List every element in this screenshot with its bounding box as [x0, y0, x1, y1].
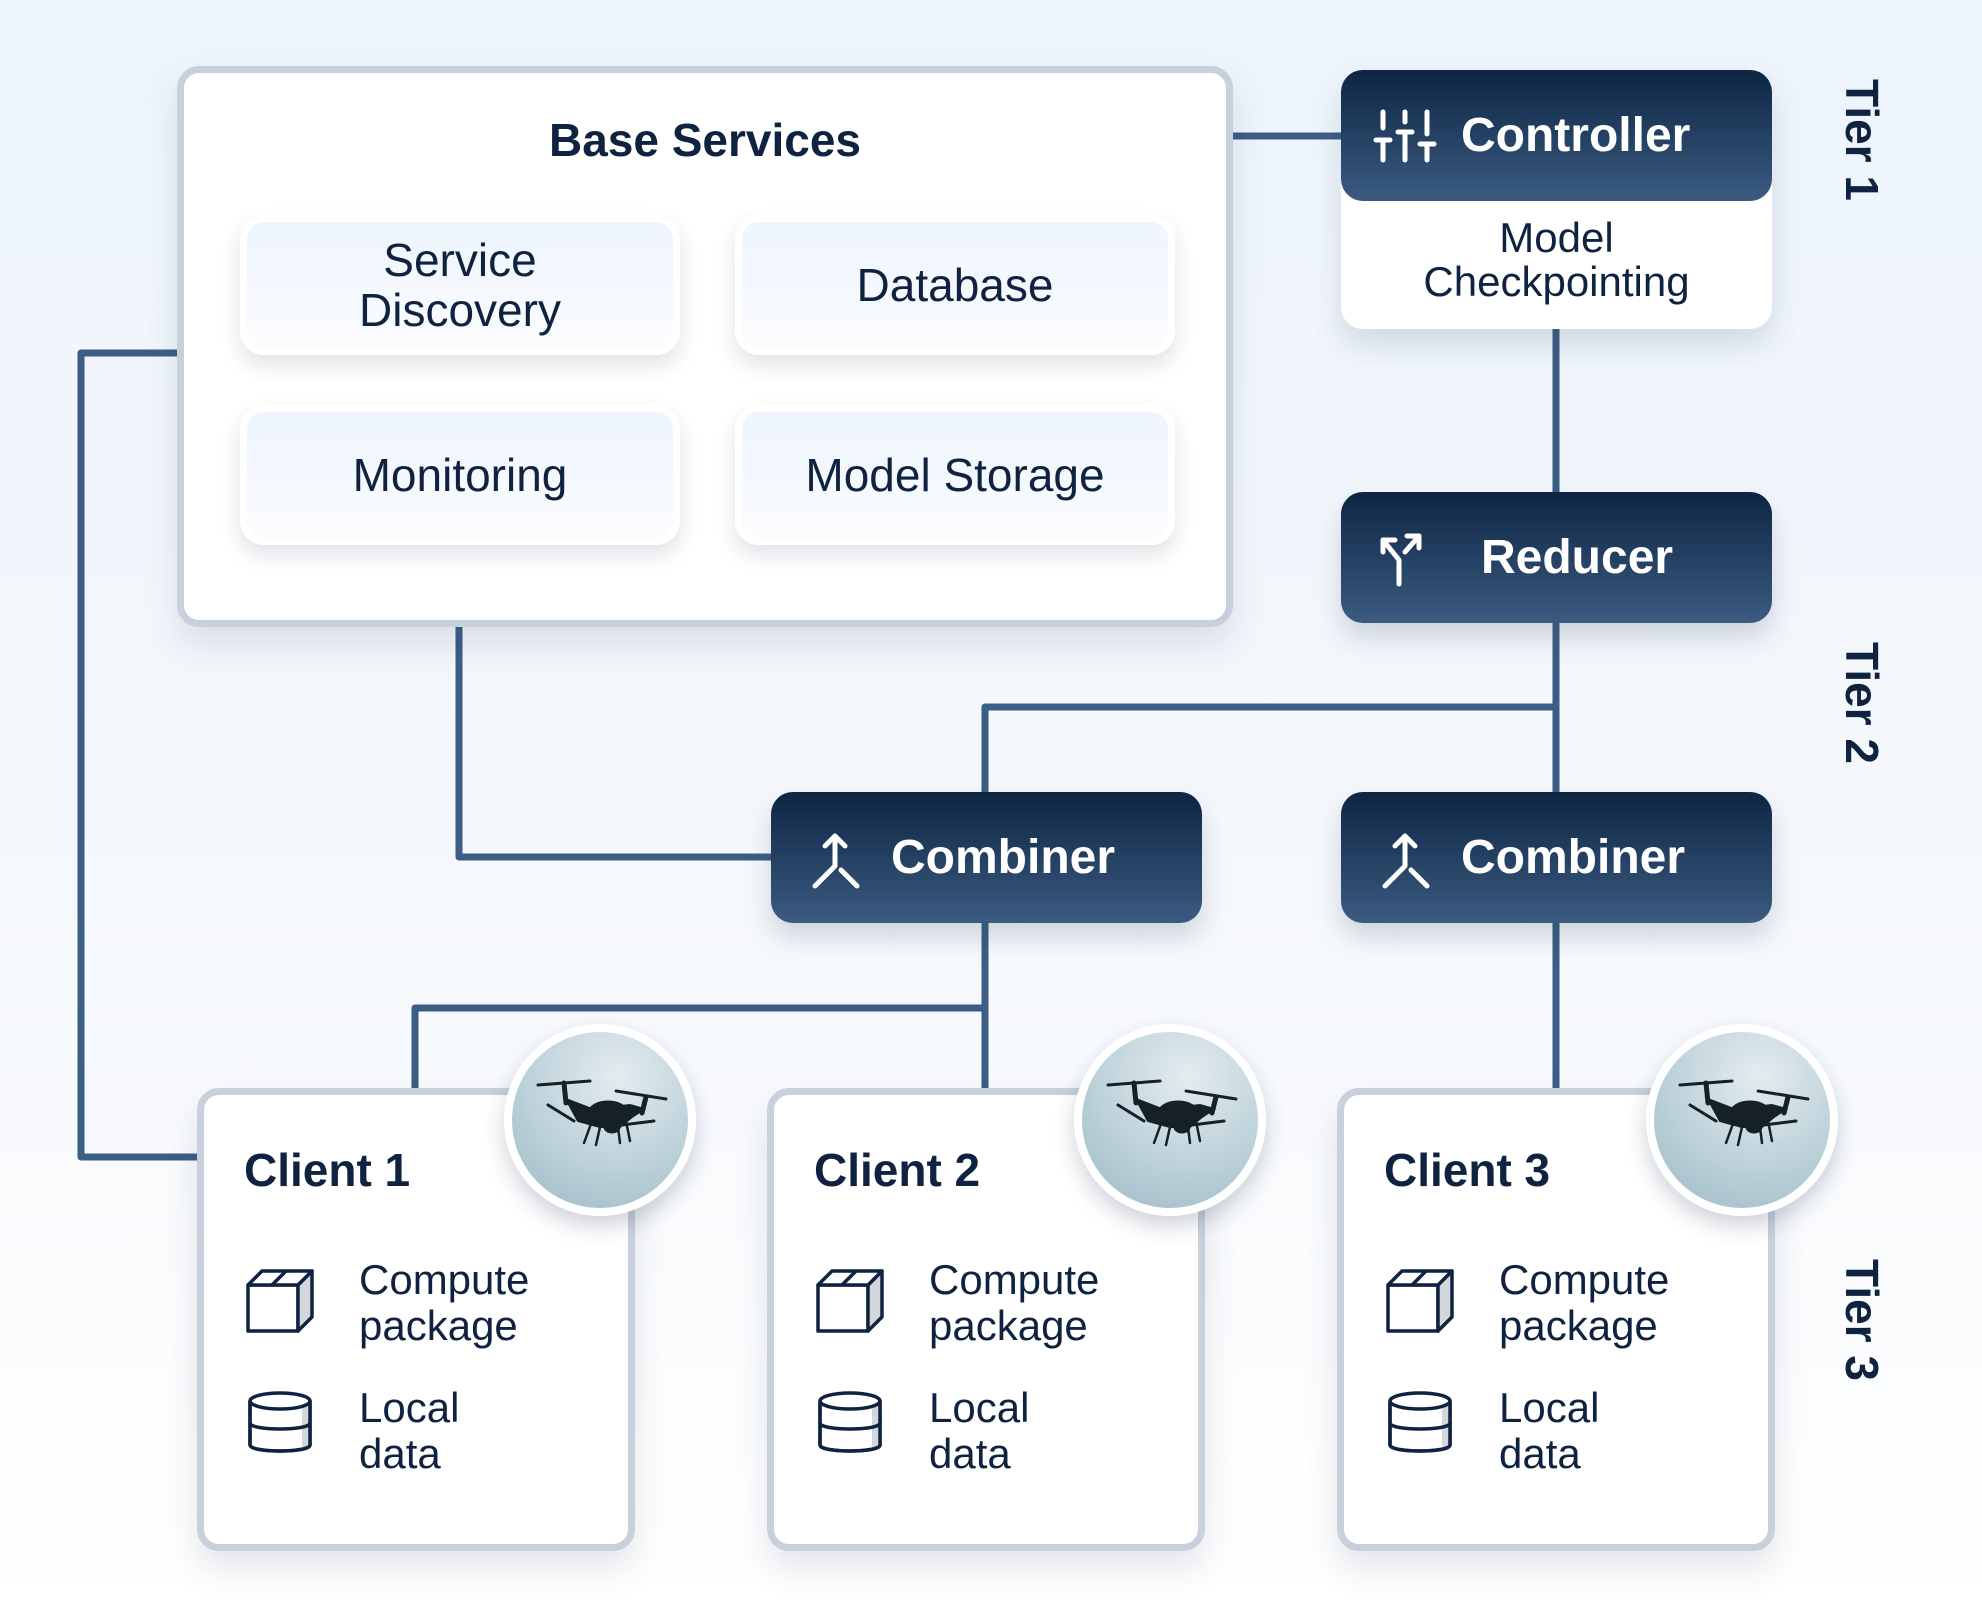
controller-label: Controller [1461, 109, 1691, 162]
local-data-label: Local data [359, 1385, 459, 1477]
local-line: Local [929, 1384, 1030, 1431]
model-storage-box[interactable]: Model Storage [735, 405, 1175, 545]
package-line: package [929, 1302, 1088, 1349]
monitoring-label: Monitoring [352, 449, 568, 501]
database-label: Database [856, 259, 1054, 311]
drone-avatar-1 [504, 1024, 696, 1216]
database-icon [1388, 1391, 1452, 1453]
controller-node[interactable]: Controller [1341, 70, 1772, 201]
local-line: Local [359, 1384, 460, 1431]
compute-package-label: Compute package [929, 1257, 1099, 1349]
drone-avatar-3 [1646, 1024, 1838, 1216]
database-icon [248, 1391, 312, 1453]
drone-icon [536, 1079, 668, 1147]
box-icon [1386, 1269, 1454, 1333]
tier-1-label: Tier 1 [1836, 79, 1888, 201]
box-icon [246, 1269, 314, 1333]
split-icon [1380, 533, 1422, 586]
data-line: data [1499, 1430, 1581, 1477]
connector-monitoring-to-combiner-middle [455, 541, 775, 861]
combiner-label: Combiner [891, 831, 1116, 884]
local-line: Local [1499, 1384, 1600, 1431]
connector-base-to-client1 [77, 349, 201, 1161]
compute-line: Compute [359, 1256, 530, 1303]
client-title: Client 1 [244, 1144, 411, 1196]
model-checkpointing-line2: Checkpointing [1423, 258, 1690, 305]
tier-2-label: Tier 2 [1836, 642, 1888, 764]
service-discovery-box[interactable]: Service Discovery [240, 215, 680, 355]
database-icon [818, 1391, 882, 1453]
combiner-label: Combiner [1461, 831, 1686, 884]
connector-reducer-to-combiner-middle [981, 703, 1560, 796]
connector-combiner-middle-to-client1 [411, 1004, 989, 1092]
combiner-node-1[interactable]: Combiner [771, 792, 1202, 923]
combiner-node-2[interactable]: Combiner [1341, 792, 1772, 923]
compute-line: Compute [1499, 1256, 1670, 1303]
sliders-icon [1373, 109, 1437, 162]
tier-3-label: Tier 3 [1836, 1259, 1888, 1381]
compute-package-label: Compute package [359, 1257, 529, 1349]
drone-icon [1106, 1079, 1238, 1147]
reducer-label: Reducer [1481, 531, 1674, 584]
base-services-panel: Base Services Service Discovery Database… [177, 66, 1233, 627]
merge-icon [1382, 833, 1430, 888]
service-discovery-label: Service Discovery [359, 234, 561, 336]
local-data-label: Local data [929, 1385, 1029, 1477]
client-card-2[interactable]: Client 2 Compute package Local data [767, 1088, 1205, 1551]
client-title: Client 3 [1384, 1144, 1551, 1196]
drone-avatar-2 [1074, 1024, 1266, 1216]
package-line: package [359, 1302, 518, 1349]
controller-panel: Controller Model Checkpointing [1341, 70, 1772, 329]
base-services-title: Base Services [548, 114, 862, 166]
model-storage-label: Model Storage [805, 449, 1105, 501]
reducer-node[interactable]: Reducer [1341, 492, 1772, 623]
model-checkpointing-label: Model Checkpointing [1341, 216, 1772, 304]
drone-icon [1678, 1079, 1810, 1147]
box-icon [816, 1269, 884, 1333]
compute-line: Compute [929, 1256, 1100, 1303]
client-title: Client 2 [814, 1144, 981, 1196]
local-data-label: Local data [1499, 1385, 1599, 1477]
compute-package-label: Compute package [1499, 1257, 1669, 1349]
database-box[interactable]: Database [735, 215, 1175, 355]
merge-icon [812, 833, 860, 888]
model-checkpointing-line1: Model [1499, 214, 1614, 261]
data-line: data [359, 1430, 441, 1477]
package-line: package [1499, 1302, 1658, 1349]
data-line: data [929, 1430, 1011, 1477]
monitoring-box[interactable]: Monitoring [240, 405, 680, 545]
